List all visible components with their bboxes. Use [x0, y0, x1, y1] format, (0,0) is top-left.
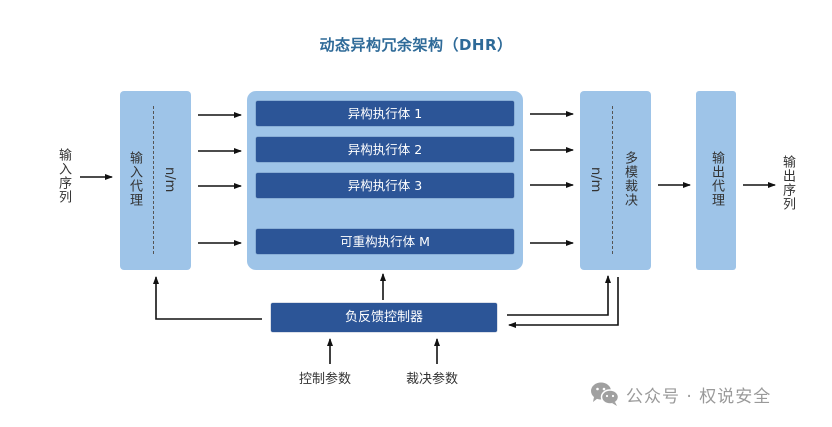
watermark-text: 公众号 · 权说安全	[626, 386, 772, 407]
executor-m: 可重构执行体 M	[256, 229, 514, 254]
feedback-to-input-proxy	[153, 276, 262, 320]
control-params-label: 控制参数	[299, 372, 352, 387]
input-proxy-block: 输入代理 n/m	[120, 91, 191, 270]
input-ratio-label: n/m	[162, 167, 177, 193]
feedback-controller: 负反馈控制器	[271, 303, 497, 332]
executor-3: 异构执行体 3	[256, 173, 514, 198]
executor-1: 异构执行体 1	[256, 101, 514, 126]
voter-divider	[612, 106, 613, 254]
voter-block: n/m 多模裁决	[580, 91, 651, 270]
executor-pool: 异构执行体 1 异构执行体 2 异构执行体 3 可重构执行体 M	[247, 91, 523, 270]
output-proxy-label: 输出代理	[709, 151, 724, 207]
input-proxy-divider	[153, 106, 154, 254]
input-sequence-label: 输入序列	[56, 148, 71, 204]
diagram-title: 动态异构冗余架构（DHR）	[319, 36, 513, 54]
output-proxy-block: 输出代理	[696, 91, 736, 270]
feedback-to-voter	[507, 275, 611, 316]
watermark: 公众号 · 权说安全	[590, 381, 771, 407]
voter-ratio-label: n/m	[588, 167, 603, 193]
executor-2: 异构执行体 2	[256, 137, 514, 162]
voter-label: 多模裁决	[622, 151, 637, 207]
output-sequence-label: 输出序列	[780, 155, 795, 211]
voter-to-feedback	[508, 277, 619, 328]
voting-params-label: 裁决参数	[406, 372, 459, 387]
wechat-icon	[591, 382, 620, 406]
input-proxy-label: 输入代理	[127, 151, 142, 207]
